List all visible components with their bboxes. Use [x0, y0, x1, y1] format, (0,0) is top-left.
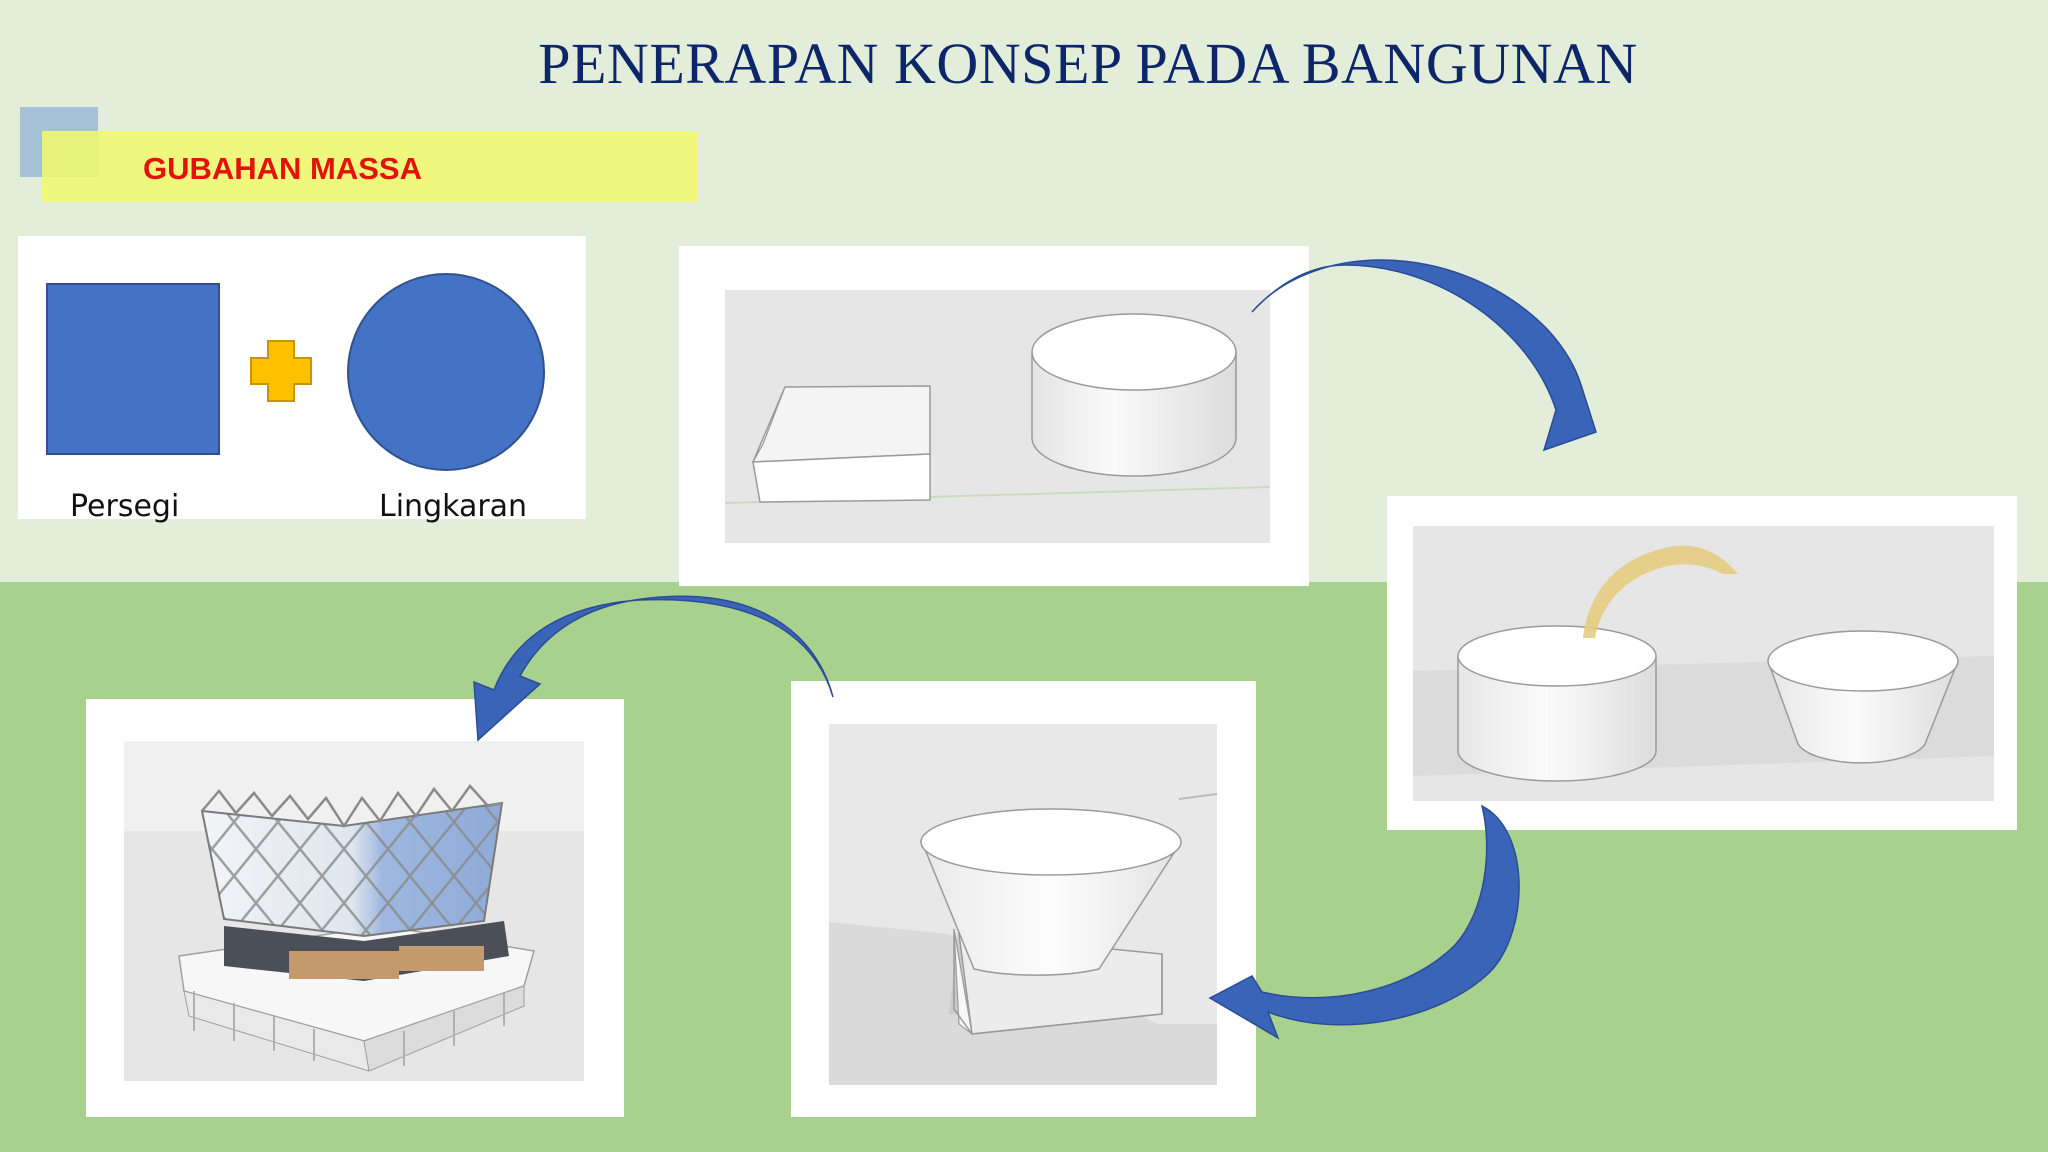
cone-box-render — [829, 724, 1217, 1085]
shapes-panel: Persegi Lingkaran — [18, 236, 586, 524]
cone-on-box-shape — [921, 841, 1182, 976]
plus-icon — [250, 340, 312, 402]
step-panel-final-building — [86, 699, 624, 1117]
square-shape — [46, 283, 220, 455]
box-cylinder-render — [725, 290, 1270, 543]
section-label-bar: GUBAHAN MASSA — [42, 131, 698, 202]
building-render — [124, 741, 584, 1081]
square-label: Persegi — [70, 489, 180, 524]
circle-shape — [347, 273, 545, 471]
transform-arrow — [1583, 545, 1738, 638]
step-panel-cylinder-cone — [1387, 496, 2017, 830]
cylinder-cone-render — [1413, 526, 1994, 801]
shapes-diagram — [46, 273, 545, 471]
cylinder-shape-2 — [1457, 656, 1657, 782]
step-panel-cone-box — [791, 681, 1256, 1117]
section-label: GUBAHAN MASSA — [143, 151, 422, 186]
slide-title: PENERAPAN KONSEP PADA BANGUNAN — [538, 31, 1638, 96]
circle-label: Lingkaran — [379, 489, 528, 524]
box-shape — [751, 385, 931, 463]
step-panel-box-cylinder — [679, 246, 1309, 586]
